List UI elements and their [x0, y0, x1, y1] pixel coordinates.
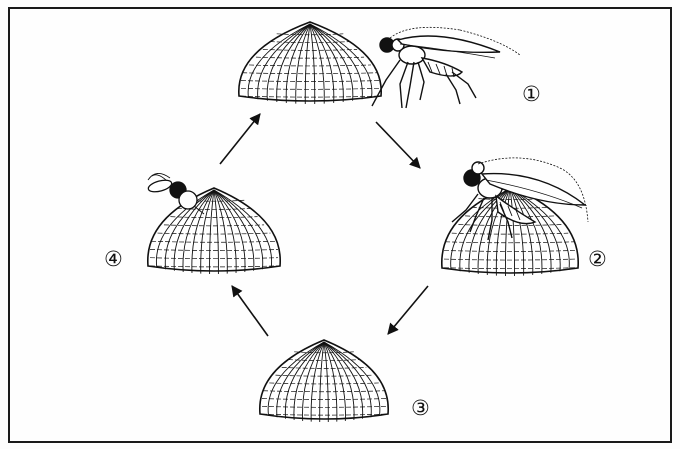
egg-stage-1: [239, 22, 381, 104]
stage-3-label: ③: [411, 396, 430, 420]
egg-outline: [260, 340, 388, 419]
egg-outline: [239, 22, 381, 101]
stage-2-label: ②: [588, 247, 607, 271]
stage-4-label: ④: [104, 247, 123, 271]
arrow-stage-3-to-4: [232, 286, 268, 336]
insect-adult-stage-1-icon: [372, 27, 520, 108]
arrow-stage-4-to-1: [220, 114, 260, 164]
egg-stage-3: [260, 340, 388, 422]
stage-1-label: ①: [522, 82, 541, 106]
arrow-stage-1-to-2: [376, 122, 420, 168]
egg-stage-4: [148, 188, 280, 274]
arrow-stage-2-to-3: [388, 286, 428, 334]
